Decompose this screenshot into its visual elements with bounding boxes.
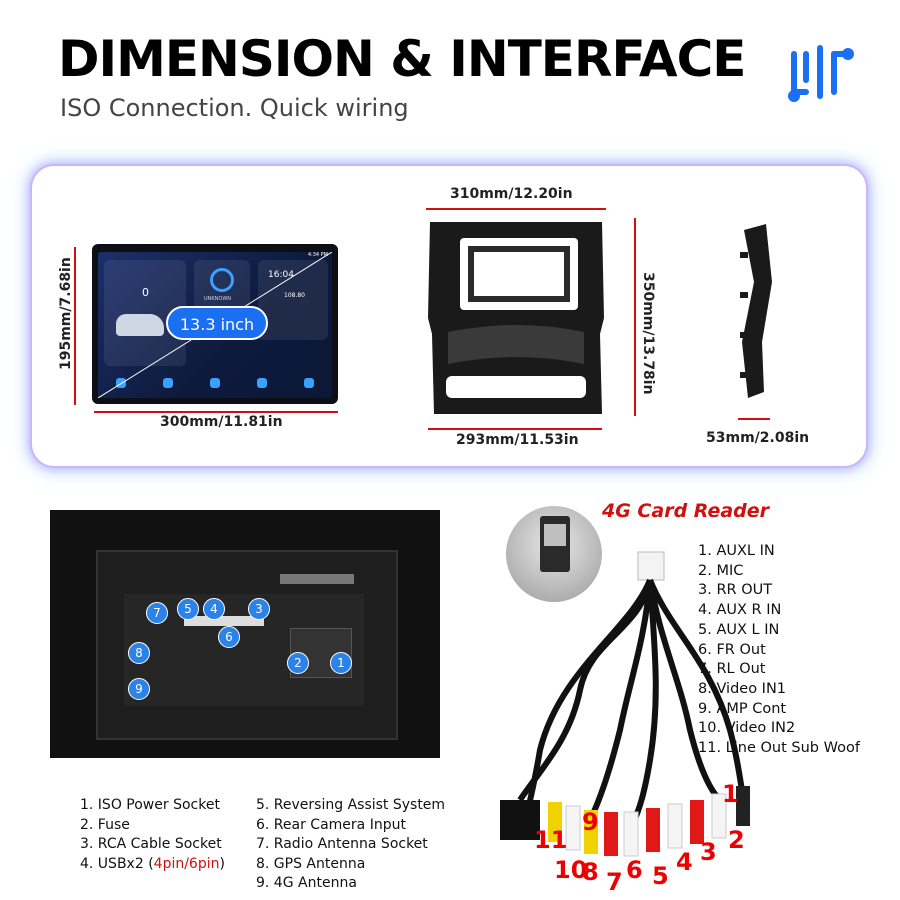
list-item: 8. GPS Antenna bbox=[256, 855, 366, 872]
screen-size-badge: 13.3 inch bbox=[166, 306, 268, 340]
width-dimension-line bbox=[94, 411, 338, 413]
list-item-usb: 4. USBx2 (4pin/6pin) bbox=[80, 855, 225, 872]
card-reader-photo bbox=[506, 506, 602, 602]
list-item: 5. Reversing Assist System bbox=[256, 797, 446, 813]
list-item: 6. FR Out bbox=[698, 641, 766, 658]
port-marker-9: 9 bbox=[128, 678, 150, 700]
connector-strip bbox=[184, 616, 264, 626]
wire-marker-5: 5 bbox=[652, 862, 669, 890]
port-marker-5: 5 bbox=[177, 598, 199, 620]
car-image bbox=[116, 314, 164, 336]
wire-marker-3: 3 bbox=[700, 838, 717, 866]
dash-frame-image bbox=[428, 222, 604, 414]
track-name: UNKNOWN bbox=[204, 296, 232, 302]
wire-marker-6: 6 bbox=[626, 856, 643, 884]
ce-label bbox=[280, 574, 354, 584]
port-marker-7: 7 bbox=[146, 602, 168, 624]
port-marker-3: 3 bbox=[248, 598, 270, 620]
port-marker-2: 2 bbox=[287, 652, 309, 674]
port-marker-4: 4 bbox=[203, 598, 225, 620]
port-marker-1: 1 bbox=[330, 652, 352, 674]
rear-panel-image bbox=[50, 510, 440, 758]
interface-arrows-icon bbox=[788, 45, 854, 102]
fm-frequency: 108.80 bbox=[284, 292, 305, 299]
page-subtitle: ISO Connection. Quick wiring bbox=[60, 94, 409, 122]
rca-harness-image bbox=[500, 551, 750, 857]
frame-height-label: 350mm/13.78in bbox=[640, 272, 656, 395]
list-item: 6. Rear Camera Input bbox=[256, 816, 406, 833]
speed-readout: 0 bbox=[142, 286, 149, 299]
wire-marker-11: 11 bbox=[534, 826, 568, 854]
status-time: 4:34 PM bbox=[307, 252, 328, 258]
frame-depth-label: 53mm/2.08in bbox=[706, 430, 810, 446]
port-marker-8: 8 bbox=[128, 642, 150, 664]
dock-app-icon[interactable] bbox=[163, 378, 174, 388]
list-item: 10. Video IN2 bbox=[698, 720, 796, 737]
list-item: 7. Radio Antenna Socket bbox=[256, 836, 428, 853]
rca-wire-legend: 1. AUXL IN 2. MIC 3. RR OUT 4. AUX R IN … bbox=[698, 542, 860, 759]
frame-top-dimension-line bbox=[426, 208, 606, 210]
depth-dimension-line bbox=[738, 418, 770, 420]
rear-port-legend-left: 1. ISO Power Socket 2. Fuse 3. RCA Cable… bbox=[80, 796, 225, 874]
list-item: 9. AMP Cont bbox=[698, 700, 787, 717]
frame-bottom-width-label: 293mm/11.53in bbox=[456, 432, 579, 448]
wire-marker-2: 2 bbox=[728, 826, 745, 854]
frame-side-profile-image bbox=[740, 224, 772, 398]
unit-height-label: 195mm/7.68in bbox=[58, 257, 74, 370]
list-item: 2. MIC bbox=[698, 562, 744, 579]
list-item: 7. RL Out bbox=[698, 661, 766, 678]
card-reader-title: 4G Card Reader bbox=[602, 500, 770, 522]
unit-width-label: 300mm/11.81in bbox=[160, 414, 283, 430]
frame-height-dimension-line bbox=[634, 218, 636, 416]
list-item: 8. Video IN1 bbox=[698, 680, 787, 697]
dock-app-icon[interactable] bbox=[209, 378, 220, 388]
list-item: 3. RCA Cable Socket bbox=[80, 836, 222, 853]
list-item: 3. RR OUT bbox=[698, 582, 773, 599]
list-item: 5. AUX L IN bbox=[698, 621, 780, 638]
wire-marker-10: 10 bbox=[554, 856, 588, 884]
port-marker-6: 6 bbox=[218, 626, 240, 648]
frame-bottom-dimension-line bbox=[428, 428, 602, 430]
wire-marker-7: 7 bbox=[606, 868, 623, 896]
wire-marker-9: 9 bbox=[582, 808, 599, 836]
frame-top-width-label: 310mm/12.20in bbox=[450, 186, 573, 202]
wire-marker-4: 4 bbox=[676, 848, 693, 876]
dock-app-icon[interactable] bbox=[303, 378, 314, 388]
music-disc-icon bbox=[210, 268, 234, 292]
list-item: 4. AUX R IN bbox=[698, 602, 782, 619]
list-item: 2. Fuse bbox=[80, 816, 130, 833]
rear-port-legend-right: 5. Reversing Assist System 6. Rear Camer… bbox=[256, 796, 445, 894]
list-item: 11. Line Out Sub Woof bbox=[698, 740, 860, 757]
list-item: 1. ISO Power Socket bbox=[80, 797, 220, 813]
usb-pin-highlight: 4pin/6pin bbox=[153, 855, 220, 872]
dock-app-icon[interactable] bbox=[256, 378, 267, 388]
page-title: DIMENSION & INTERFACE bbox=[58, 30, 746, 88]
list-item: 9. 4G Antenna bbox=[256, 875, 357, 892]
list-item: 1. AUXL IN bbox=[698, 543, 775, 559]
wire-marker-1: 1 bbox=[722, 780, 739, 808]
clock-widget: 16:04 bbox=[268, 270, 294, 280]
height-dimension-line bbox=[74, 247, 76, 405]
wire-marker-8: 8 bbox=[582, 858, 599, 886]
